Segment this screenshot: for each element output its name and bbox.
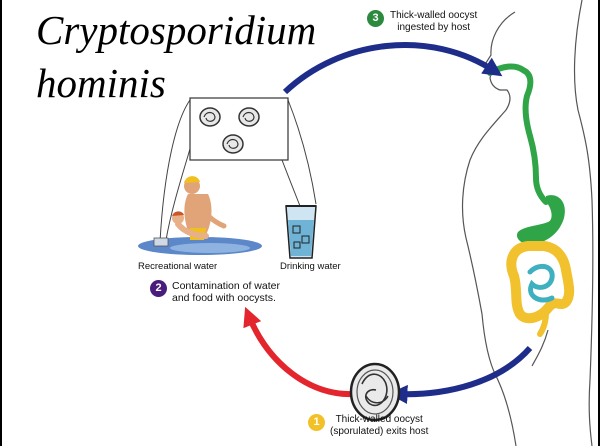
step-3-badge: 3	[367, 10, 384, 27]
oocyst-icon	[239, 108, 259, 126]
water-glass-icon	[286, 206, 316, 258]
digestive-tract	[490, 66, 569, 334]
step-1-badge: 1	[308, 414, 325, 431]
swimmer-figure	[138, 176, 262, 255]
oocyst-icon	[351, 364, 399, 420]
oocyst-icon	[200, 108, 220, 126]
diagram-title-line1: Cryptosporidium	[36, 10, 316, 51]
step-1-label: Thick-walled oocyst (sporulated) exits h…	[330, 414, 428, 437]
step-2-label: Contamination of water and food with ooc…	[172, 280, 280, 304]
drinking-water-label: Drinking water	[280, 262, 341, 273]
step-2-label-line1: Contamination of water	[172, 280, 280, 292]
recreational-water-label: Recreational water	[138, 262, 217, 273]
arrow-contamination	[248, 314, 354, 394]
step-1-label-line2: (sporulated) exits host	[330, 426, 428, 438]
step-3-label-line2: ingested by host	[390, 22, 477, 34]
arrow-ingestion	[285, 45, 496, 92]
arrow-excretion	[396, 348, 530, 394]
step-1-label-line1: Thick-walled oocyst	[330, 414, 428, 426]
oocyst-icon	[223, 135, 243, 153]
step-3-label: Thick-walled oocyst ingested by host	[390, 10, 477, 33]
step-2-badge: 2	[150, 280, 167, 297]
diagram-title-line2: hominis	[36, 63, 166, 104]
step-3-label-line1: Thick-walled oocyst	[390, 10, 477, 22]
step-2-label-line2: and food with oocysts.	[172, 292, 280, 304]
